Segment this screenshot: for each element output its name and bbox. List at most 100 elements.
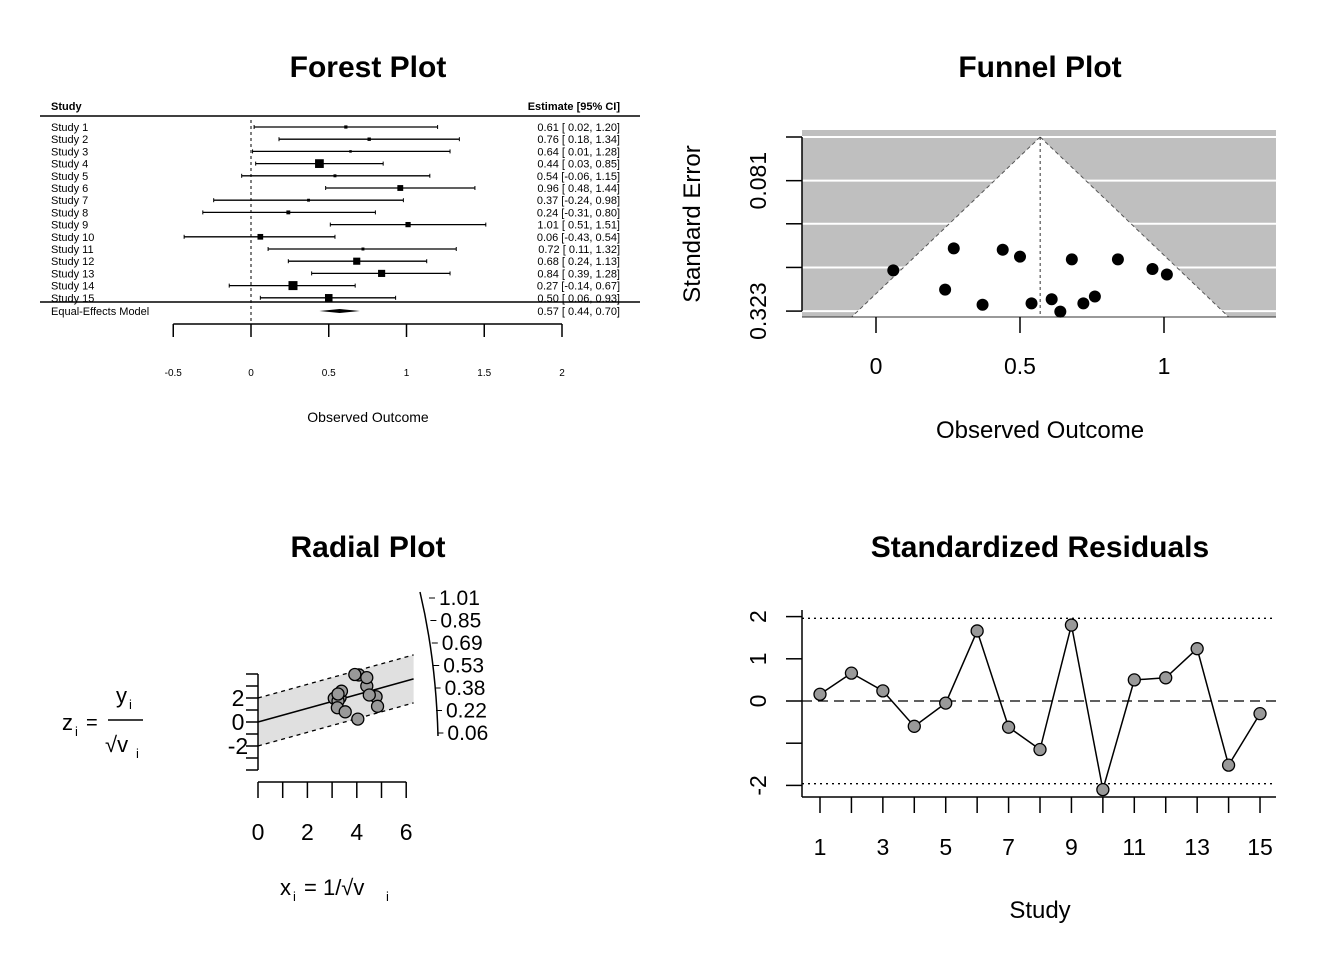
radial-x-label-sub: i <box>293 889 296 904</box>
radial-x-label-lhs: x <box>280 875 291 900</box>
forest-estimate-text: 0.06 [-0.43, 0.54] <box>537 232 620 244</box>
radial-y-tick-label: -2 <box>228 733 248 759</box>
forest-estimate-text: 0.96 [ 0.48, 1.44] <box>537 183 620 195</box>
funnel-point <box>1111 253 1124 266</box>
funnel-y-tick-label: 0.323 <box>745 282 771 340</box>
forest-point <box>405 221 411 228</box>
radial-title: Radial Plot <box>290 531 445 564</box>
residual-x-tick-label: 1 <box>814 834 827 860</box>
forest-study-label: Study 4 <box>51 159 88 171</box>
radial-x-tick-label: 2 <box>301 819 314 845</box>
forest-study-label: Study 11 <box>51 244 94 256</box>
radial-point <box>360 670 374 685</box>
funnel-point <box>1088 290 1101 303</box>
forest-estimate-text: 0.44 [ 0.03, 0.85] <box>537 159 620 171</box>
forest-estimate-text: 0.64 [ 0.01, 1.28] <box>537 146 620 158</box>
radial-arc-label: 0.85 <box>440 610 481 633</box>
residual-point <box>939 696 953 710</box>
residual-x-tick-label: 11 <box>1122 834 1146 860</box>
radial-y-label-eq: = <box>86 712 98 734</box>
residual-point <box>1253 707 1267 721</box>
radial-y-tick-label: 0 <box>232 709 245 735</box>
forest-study-label: Study 9 <box>51 220 88 232</box>
radial-x-label-rhs-sub: i <box>386 889 389 904</box>
residual-x-tick-label: 9 <box>1065 834 1078 860</box>
radial-y-label-sub: i <box>75 724 78 739</box>
funnel-point <box>887 264 900 277</box>
radial-y-label-num-sub: i <box>129 697 132 712</box>
residual-point <box>907 719 921 733</box>
funnel-y-label: Standard Error <box>679 145 706 302</box>
radial-point <box>348 667 362 682</box>
forest-study-label: Study 7 <box>51 195 88 207</box>
forest-study-label: Study 6 <box>51 183 88 195</box>
radial-x-tick-label: 0 <box>252 819 265 845</box>
funnel-point <box>1045 293 1058 306</box>
forest-point <box>361 247 365 251</box>
forest-x-tick-label: 2 <box>559 368 565 379</box>
radial-point <box>331 687 345 701</box>
funnel-point <box>1146 263 1159 275</box>
forest-study-label: Study 5 <box>51 171 88 183</box>
forest-point <box>257 233 264 240</box>
radial-band-upper <box>257 654 414 699</box>
forest-estimate-text: 0.24 [-0.31, 0.80] <box>537 207 620 219</box>
forest-point <box>378 269 386 277</box>
forest-study-label: Study 12 <box>51 256 94 268</box>
forest-study-label: Study 8 <box>51 207 88 219</box>
forest-point <box>344 125 348 129</box>
forest-point <box>307 198 310 202</box>
radial-x-tick-label: 4 <box>350 819 363 845</box>
residual-x-tick-label: 5 <box>939 834 952 860</box>
forest-estimate-text: 0.84 [ 0.39, 1.28] <box>537 268 620 280</box>
radial-y-label-den: √v <box>105 732 128 757</box>
radial-arc-scale <box>419 591 439 737</box>
forest-point <box>333 174 337 178</box>
residual-x-tick-label: 13 <box>1184 834 1210 860</box>
radial-point <box>370 699 385 713</box>
forest-title: Forest Plot <box>290 51 447 84</box>
forest-point <box>353 257 361 265</box>
funnel-point <box>1025 297 1038 310</box>
forest-point <box>324 294 333 302</box>
residual-point <box>970 624 984 638</box>
residual-x-tick-label: 15 <box>1247 834 1273 860</box>
forest-summary-diamond <box>319 309 360 313</box>
forest-x-tick-label: 1.5 <box>477 368 491 379</box>
radial-x-tick-label: 6 <box>400 819 413 845</box>
forest-study-label: Study 13 <box>51 268 94 280</box>
radial-point <box>338 705 352 719</box>
forest-header-estimate: Estimate [95% CI] <box>528 101 621 113</box>
forest-x-tick-label: -0.5 <box>165 368 183 379</box>
radial-arc-label: 0.22 <box>446 700 487 723</box>
residual-y-tick-label: 2 <box>745 610 771 623</box>
funnel-x-tick-label: 1 <box>1158 353 1171 379</box>
funnel-point <box>947 242 960 255</box>
radial-y-label-den-sub: i <box>136 746 139 761</box>
residual-y-tick-label: 0 <box>745 695 771 708</box>
residual-point <box>1001 720 1016 734</box>
forest-study-label: Study 15 <box>51 293 94 305</box>
residual-point <box>1064 618 1079 632</box>
radial-y-tick-label: 2 <box>232 685 245 711</box>
forest-estimate-text: 0.61 [ 0.02, 1.20] <box>537 122 620 134</box>
radial-arc-label: 1.01 <box>439 587 480 610</box>
radial-arc-label: 0.53 <box>443 655 484 678</box>
residuals-title: Standardized Residuals <box>871 531 1209 564</box>
forest-point <box>315 159 324 168</box>
residual-y-tick-label: 1 <box>745 652 771 665</box>
funnel-x-label: Observed Outcome <box>936 417 1144 444</box>
forest-study-label: Study 10 <box>51 232 94 244</box>
residual-point <box>1190 642 1204 656</box>
radial-band-lower <box>257 702 414 747</box>
residual-point <box>1033 742 1047 757</box>
residual-point <box>876 684 890 698</box>
forest-point <box>288 281 298 291</box>
radial-arc-label: 0.06 <box>447 722 488 745</box>
radial-arc-label: 0.69 <box>442 632 483 655</box>
forest-estimate-text: 0.27 [-0.14, 0.67] <box>537 281 620 293</box>
